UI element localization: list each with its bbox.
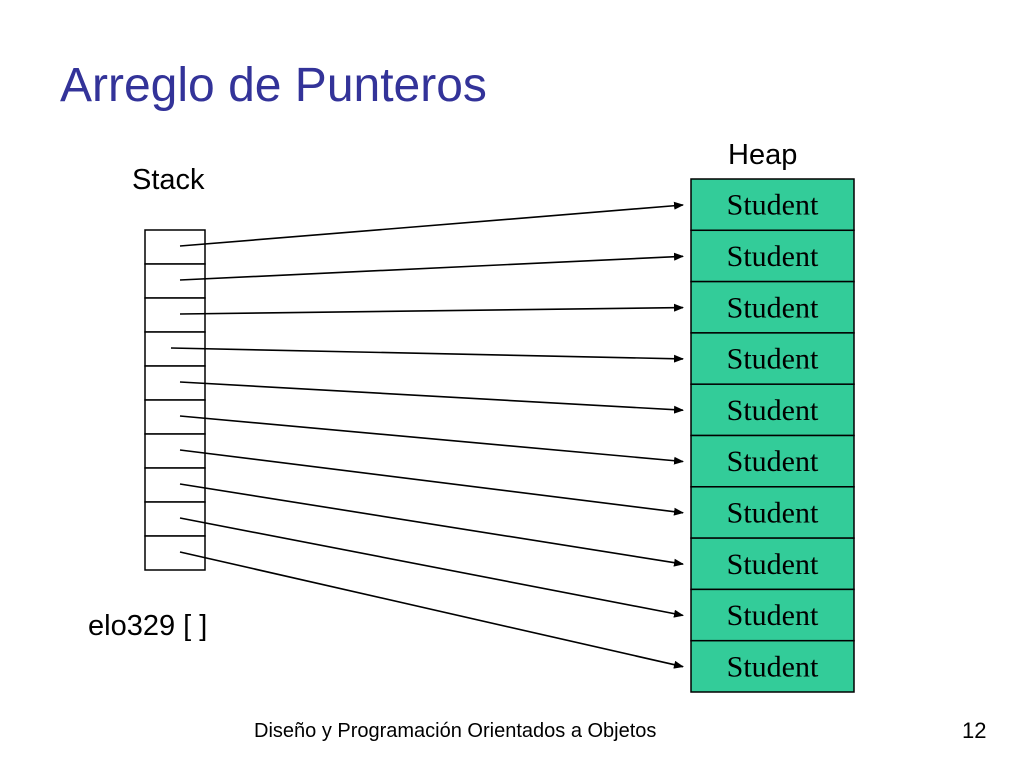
heap-object-box bbox=[690, 639, 855, 693]
heap-object-label: Student bbox=[727, 445, 819, 478]
stack-label: Stack bbox=[132, 164, 205, 196]
heap-label: Heap bbox=[728, 139, 798, 171]
heap-object-label: Student bbox=[727, 189, 819, 222]
stack-cell bbox=[144, 467, 206, 503]
heap-object-box bbox=[690, 383, 855, 437]
stack-cell bbox=[144, 229, 206, 265]
footer-text: Diseño y Programación Orientados a Objet… bbox=[254, 720, 657, 742]
pointer-arrows bbox=[170, 201, 684, 669]
page-number: 12 bbox=[962, 718, 987, 743]
heap-object-label: Student bbox=[727, 599, 819, 632]
stack-cell bbox=[144, 263, 206, 299]
heap-object-label: Student bbox=[727, 291, 819, 324]
heap-object-label: Student bbox=[727, 548, 819, 581]
heap-object-box bbox=[690, 178, 855, 232]
stack-cell bbox=[144, 297, 206, 333]
stack-cell bbox=[144, 501, 206, 537]
pointer-arrow bbox=[179, 483, 684, 567]
heap-object-label: Student bbox=[727, 394, 819, 427]
pointer-arrow bbox=[179, 449, 684, 516]
heap-object-box bbox=[690, 486, 855, 539]
heap-object-label: Student bbox=[727, 240, 819, 273]
slide-title: Arreglo de Punteros bbox=[60, 59, 487, 112]
heap-objects: StudentStudentStudentStudentStudentStude… bbox=[690, 178, 855, 693]
heap-object-label: Student bbox=[727, 496, 819, 529]
stack-cell bbox=[144, 433, 206, 469]
heap-object-label: Student bbox=[727, 650, 819, 683]
pointer-arrow bbox=[179, 303, 684, 315]
pointer-arrow bbox=[179, 201, 684, 247]
stack-cell bbox=[144, 535, 206, 571]
heap-object-box bbox=[690, 332, 855, 385]
stack-array bbox=[144, 229, 206, 571]
pointer-arrow bbox=[179, 551, 684, 669]
pointer-arrow bbox=[179, 252, 684, 281]
pointer-arrow bbox=[179, 415, 684, 465]
pointer-arrow bbox=[179, 381, 684, 414]
heap-object-box bbox=[690, 537, 855, 591]
pointer-arrow bbox=[170, 347, 684, 363]
array-label: elo329 [ ] bbox=[88, 610, 208, 642]
heap-object-box bbox=[690, 434, 855, 488]
heap-object-box bbox=[690, 588, 855, 642]
heap-object-label: Student bbox=[727, 343, 819, 376]
pointer-arrow bbox=[179, 517, 684, 618]
